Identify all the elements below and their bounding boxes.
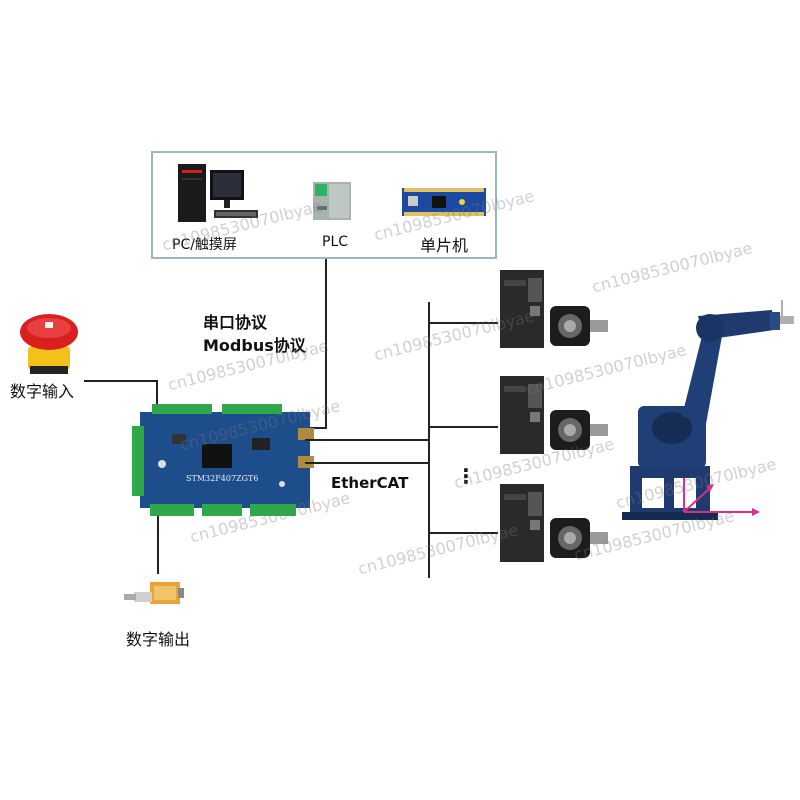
host-connection-line [325, 259, 327, 429]
mcu-label: 单片机 [420, 236, 469, 255]
servo-motor-1 [550, 306, 608, 346]
ethercat-link-lower [305, 462, 430, 464]
mcu-board-icon [402, 188, 486, 216]
bus-branch-1 [430, 322, 498, 324]
servo-drive-3 [500, 484, 544, 562]
emergency-stop-icon [20, 314, 78, 374]
pc-icon [178, 164, 258, 222]
pc-label: PC/触摸屏 [172, 237, 237, 253]
servo-motor-3 [550, 518, 608, 558]
watermark: cn1098530070lbyae [590, 238, 755, 297]
solenoid-valve-icon [124, 582, 184, 604]
output-connection-line [157, 516, 159, 574]
plc-label: PLC [322, 234, 349, 250]
robot-arm-icon [622, 300, 794, 520]
controller-chip-text: STM32F407ZGT6 [186, 474, 259, 483]
bus-branch-3 [430, 532, 498, 534]
bus-ellipsis: ⋮ [456, 464, 476, 488]
host-device-box [151, 151, 497, 259]
servo-drive-2 [500, 376, 544, 454]
ethercat-bus-vertical [428, 302, 430, 578]
protocol-label-serial: 串口协议 [203, 313, 268, 332]
controller-board [132, 404, 314, 516]
servo-drive-1 [500, 270, 544, 348]
ethercat-label: EtherCAT [331, 474, 409, 492]
input-connection-line-h [84, 380, 158, 382]
digital-input-label: 数字输入 [10, 382, 75, 401]
input-connection-line-v [156, 380, 158, 410]
servo-motor-2 [550, 410, 608, 450]
bus-branch-2 [430, 426, 498, 428]
protocol-label-modbus: Modbus协议 [203, 336, 306, 355]
coordinate-axes-icon [683, 478, 760, 516]
ethercat-link-upper [305, 439, 430, 441]
watermark: cn1098530070lbyae [356, 520, 521, 579]
plc-icon [313, 182, 351, 220]
host-connection-line-h [305, 427, 327, 429]
digital-output-label: 数字输出 [126, 630, 191, 649]
